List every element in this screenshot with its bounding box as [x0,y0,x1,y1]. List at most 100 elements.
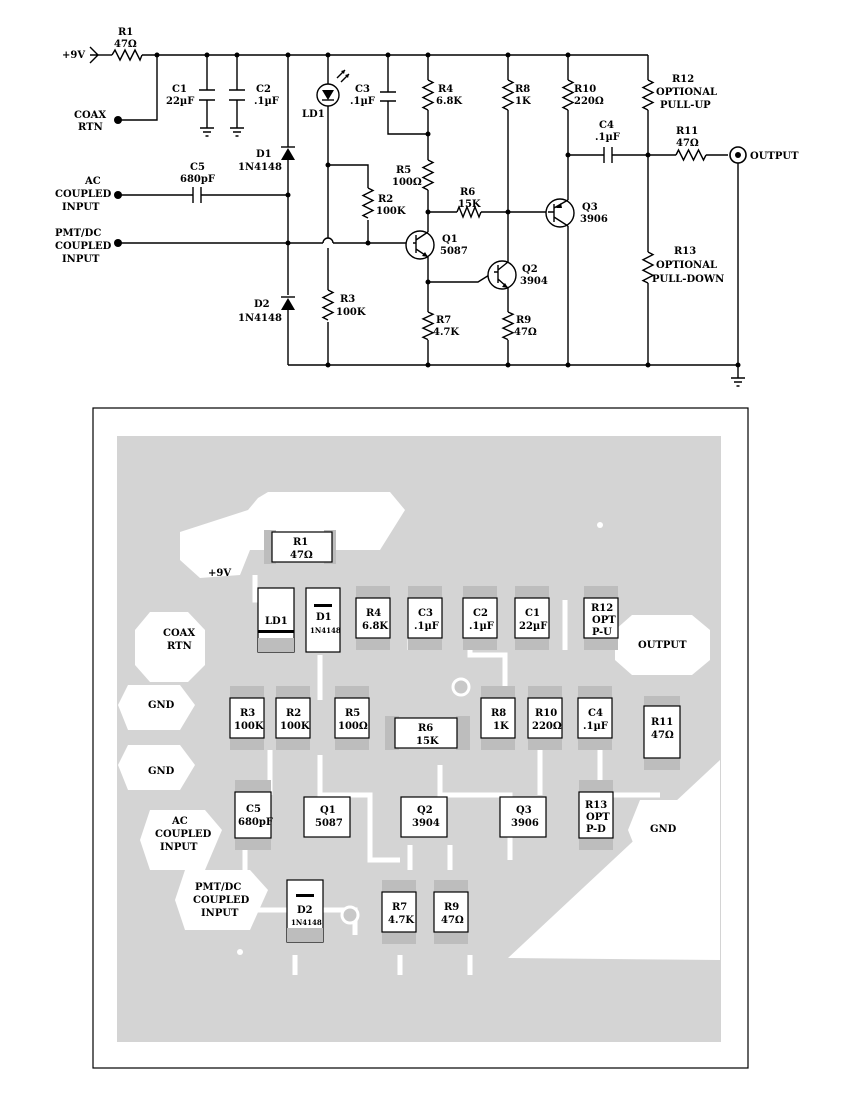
pad-supply-label: +9V [208,568,231,579]
svg-text:R11: R11 [651,717,673,728]
svg-text:R1: R1 [293,537,308,548]
part-c3: C3 .1µF [407,586,443,650]
svg-text:R4: R4 [366,608,381,619]
ac-input-label-3: INPUT [62,202,100,213]
svg-text:3906: 3906 [511,818,539,829]
svg-text:3904: 3904 [412,818,440,829]
pcb-layout: +9V COAX RTN GND GND GND OUTPUT AC COUPL… [92,407,749,1069]
part-ld1: LD1 [257,587,295,653]
r6-value: 15K [458,199,481,210]
r12-value-2: PULL-UP [660,100,711,111]
r5-value: 100Ω [392,177,422,188]
q3-symbol [545,198,575,228]
ac-input-label-2: COUPLED [55,189,112,200]
r10-value: 220Ω [574,96,604,107]
r11-value: 47Ω [676,138,699,149]
part-q3: Q3 3906 [499,796,547,838]
part-r9: R9 47Ω [433,880,469,944]
r12-value-1: OPTIONAL [656,87,717,98]
d2-symbol [281,298,295,310]
part-c1: C1 22µF [514,586,550,650]
part-r13: R13 OPT P-D [578,780,614,850]
pad-gnd2-label: GND [148,766,175,777]
q2-symbol [487,260,517,290]
r5-symbol [421,159,435,191]
schematic-diagram: +9V COAX RTN AC COUPLED INPUT PMT/DC COU… [55,27,799,387]
r7-symbol [421,311,435,341]
r1-name: R1 [118,27,133,38]
svg-text:R5: R5 [345,708,360,719]
pad-gnd3-label: GND [650,824,677,835]
q3-value: 3906 [580,214,608,225]
pad-ac-label-3: INPUT [160,842,198,853]
r4-value: 6.8K [436,96,462,107]
c4-name: C4 [599,120,614,131]
svg-text:D1: D1 [316,612,332,623]
svg-text:15K: 15K [416,736,439,747]
part-c5: C5 680pF [234,780,273,850]
r8-symbol [501,79,515,111]
svg-text:.1µF: .1µF [583,721,608,732]
r9-value: 47Ω [514,327,537,338]
svg-text:6.8K: 6.8K [362,621,388,632]
q1-name: Q1 [442,234,458,245]
ld1-symbol [316,69,350,107]
svg-text:Q3: Q3 [516,805,532,816]
c3-name: C3 [355,84,370,95]
svg-text:100K: 100K [280,721,310,732]
svg-text:OPT: OPT [586,812,610,823]
svg-text:47Ω: 47Ω [290,550,313,561]
q3-name: Q3 [582,202,598,213]
pmt-input-label-2: COUPLED [55,241,112,252]
c3-symbol [380,91,396,102]
pad-output-label: OUTPUT [638,640,687,651]
r1-value: 47Ω [114,39,137,50]
c1-value: 22µF [166,96,194,107]
output-label: OUTPUT [750,151,799,162]
svg-text:R6: R6 [418,723,433,734]
part-r2: R2 100K [275,686,311,750]
svg-text:P-D: P-D [586,824,606,835]
q2-value: 3904 [520,276,548,287]
pad-pmt-label-2: COUPLED [193,895,250,906]
r9-name: R9 [516,315,531,326]
r7-name: R7 [436,315,451,326]
svg-text:R9: R9 [444,902,459,913]
part-r12: R12 OPT P-U [583,586,619,650]
part-r6: R6 15K [385,716,470,750]
coax-rtn-label-1: COAX [74,110,106,121]
pcb-pad-labels: +9V COAX RTN GND GND GND OUTPUT AC COUPL… [148,568,687,919]
svg-text:100K: 100K [234,721,264,732]
svg-text:R8: R8 [491,708,506,719]
svg-text:.1µF: .1µF [469,621,494,632]
part-r4: R4 6.8K [355,586,391,650]
pad-ac-label-1: AC [171,816,188,827]
schematic-transistors [405,198,575,290]
d1-symbol [281,148,295,160]
r10-symbol [561,79,575,111]
svg-text:220Ω: 220Ω [532,721,562,732]
c2-value: .1µF [254,96,279,107]
part-r10: R10 220Ω [527,686,563,750]
r3-name: R3 [340,294,355,305]
r10-name: R10 [574,84,596,95]
svg-text:680pF: 680pF [238,817,273,828]
part-d2: D2 1N4148 [286,879,324,943]
d2-value: 1N4148 [238,313,282,324]
part-q1: Q1 5087 [303,796,351,838]
svg-text:4.7K: 4.7K [388,915,414,926]
svg-text:R3: R3 [240,708,255,719]
schematic-grounds [200,127,745,387]
part-r8: R8 1K [480,686,516,750]
svg-text:R7: R7 [392,902,407,913]
c2-name: C2 [256,84,271,95]
svg-text:C2: C2 [473,608,488,619]
c1-symbol [199,89,215,101]
r2-symbol [361,187,375,219]
schematic-diodes [281,146,295,310]
pmt-input-label-1: PMT/DC [55,228,101,239]
svg-text:1N4148: 1N4148 [310,626,341,635]
r6-name: R6 [460,187,475,198]
r13-value-2: PULL-DOWN [652,274,724,285]
c3-value: .1µF [350,96,375,107]
